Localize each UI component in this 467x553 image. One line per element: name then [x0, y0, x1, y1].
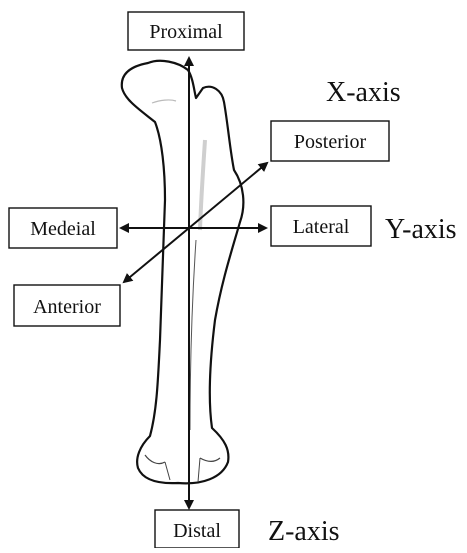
label-proximal: Proximal: [128, 12, 244, 50]
label-medial: Medeial: [9, 208, 117, 248]
label-anterior-text: Anterior: [33, 296, 101, 318]
femur-outline: [122, 61, 244, 484]
y-axis-label: Y-axis: [385, 214, 457, 245]
label-posterior: Posterior: [271, 121, 389, 161]
femur-bone: [122, 61, 244, 484]
label-lateral: Lateral: [271, 206, 371, 246]
label-distal-text: Distal: [173, 520, 221, 542]
x-axis-label: X-axis: [326, 77, 401, 108]
label-lateral-text: Lateral: [293, 216, 350, 238]
label-posterior-text: Posterior: [294, 131, 367, 153]
label-proximal-text: Proximal: [149, 21, 223, 43]
z-axis-label: Z-axis: [268, 516, 340, 547]
label-distal: Distal: [155, 510, 239, 548]
label-medial-text: Medeial: [30, 218, 96, 240]
label-anterior: Anterior: [14, 285, 120, 326]
